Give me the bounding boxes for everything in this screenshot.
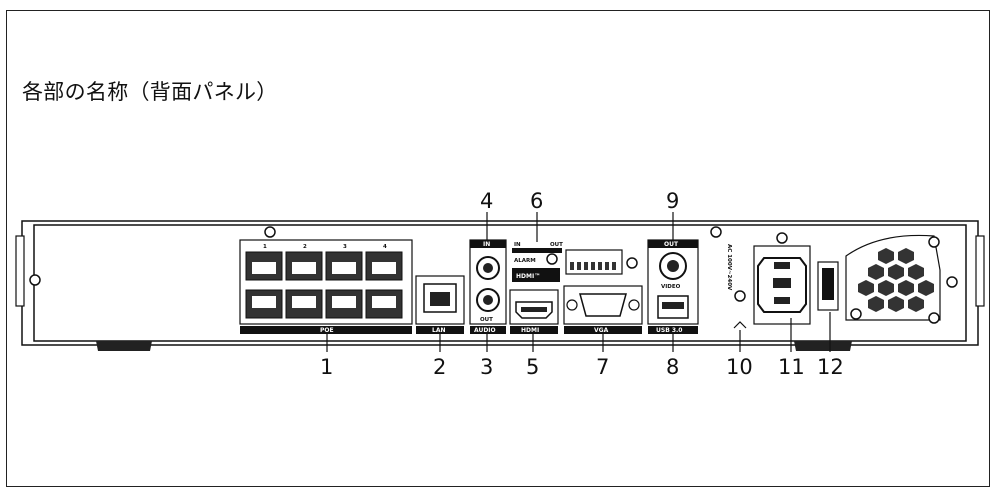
hdmi-port: HDMI <box>509 289 559 334</box>
power-inlet <box>753 232 811 325</box>
video-usb-block: OUT VIDEO USB 3.0 <box>647 239 699 334</box>
ground-terminal: AC 100V~240V <box>726 244 747 329</box>
callout-number: 10 <box>726 355 753 379</box>
power-switch <box>817 261 839 311</box>
audio-in-label: IN <box>483 241 490 248</box>
poe-port-num: 2 <box>303 244 307 250</box>
poe-port-num: 4 <box>383 244 387 250</box>
callout-number: 3 <box>480 355 493 379</box>
callout-lines <box>326 212 831 352</box>
callout-number: 8 <box>666 355 679 379</box>
vga-label: VGA <box>594 327 609 334</box>
hdmi-label: HDMI <box>521 327 539 334</box>
diagram-frame <box>6 10 990 487</box>
audio-label: AUDIO <box>474 327 496 334</box>
ac-label: AC 100V~240V <box>726 244 732 291</box>
video-label: VIDEO <box>661 284 681 290</box>
callout-numbers: 1 2 3 4 5 6 7 8 9 10 11 12 <box>320 189 844 379</box>
hdmi-tm-label: HDMI™ <box>516 273 540 280</box>
alarm-in-label: IN <box>514 242 521 248</box>
audio-out-label: OUT <box>480 317 493 323</box>
callout-number: 9 <box>666 189 679 213</box>
callout-number: 7 <box>596 355 609 379</box>
callout-number: 11 <box>778 355 805 379</box>
usb-label: USB 3.0 <box>656 327 682 334</box>
callout-number: 5 <box>526 355 539 379</box>
alarm-terminal: IN OUT ALARM HDMI™ <box>512 242 638 282</box>
page-title: 各部の名称（背面パネル） <box>22 80 278 104</box>
alarm-label: ALARM <box>514 258 536 264</box>
poe-label: POE <box>320 327 334 334</box>
callout-number: 6 <box>530 189 543 213</box>
callout-number: 12 <box>817 355 844 379</box>
fan-grille <box>845 234 941 324</box>
video-out-label: OUT <box>664 241 679 248</box>
vga-port: VGA <box>563 285 643 334</box>
audio-ports: IN OUT AUDIO <box>469 239 507 334</box>
poe-port-num: 3 <box>343 244 347 250</box>
poe-port-num: 1 <box>263 244 267 250</box>
lan-port: LAN <box>415 275 465 334</box>
callout-number: 4 <box>480 189 493 213</box>
alarm-out-label: OUT <box>550 242 563 248</box>
poe-ports: 1 2 3 4 5 6 7 8 POE <box>239 239 413 334</box>
callout-number: 2 <box>433 355 446 379</box>
lan-label: LAN <box>432 327 446 334</box>
callout-number: 1 <box>320 355 333 379</box>
